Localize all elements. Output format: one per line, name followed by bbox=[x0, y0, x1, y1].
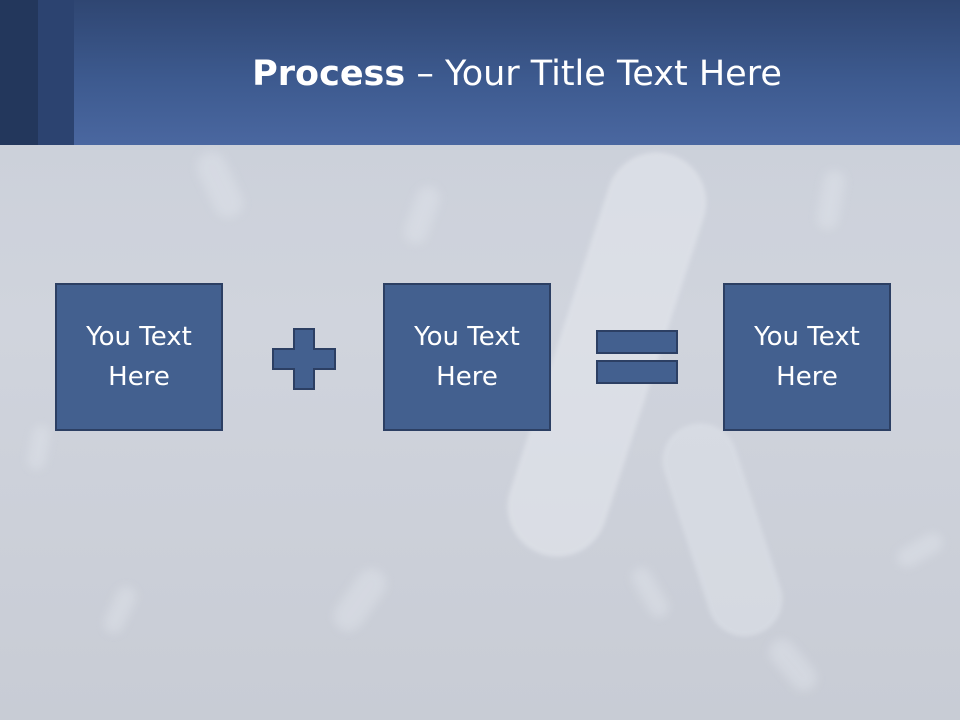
title-bold: Process bbox=[252, 54, 406, 94]
process-box-1: You Text Here bbox=[55, 283, 223, 431]
plus-icon bbox=[272, 328, 336, 390]
slide-title: Process – Your Title Text Here bbox=[74, 52, 960, 96]
equals-icon bbox=[596, 330, 678, 384]
title-rest: – Your Title Text Here bbox=[405, 54, 782, 94]
accent-stripe bbox=[0, 0, 38, 145]
process-box-2-label: You Text Here bbox=[414, 322, 520, 392]
title-bar: Process – Your Title Text Here bbox=[0, 0, 960, 145]
accent-stripe bbox=[38, 0, 74, 145]
process-box-2: You Text Here bbox=[383, 283, 551, 431]
process-box-1-label: You Text Here bbox=[86, 322, 192, 392]
process-box-3-label: You Text Here bbox=[754, 322, 860, 392]
process-box-3: You Text Here bbox=[723, 283, 891, 431]
bacteria-background-image bbox=[27, 151, 943, 692]
